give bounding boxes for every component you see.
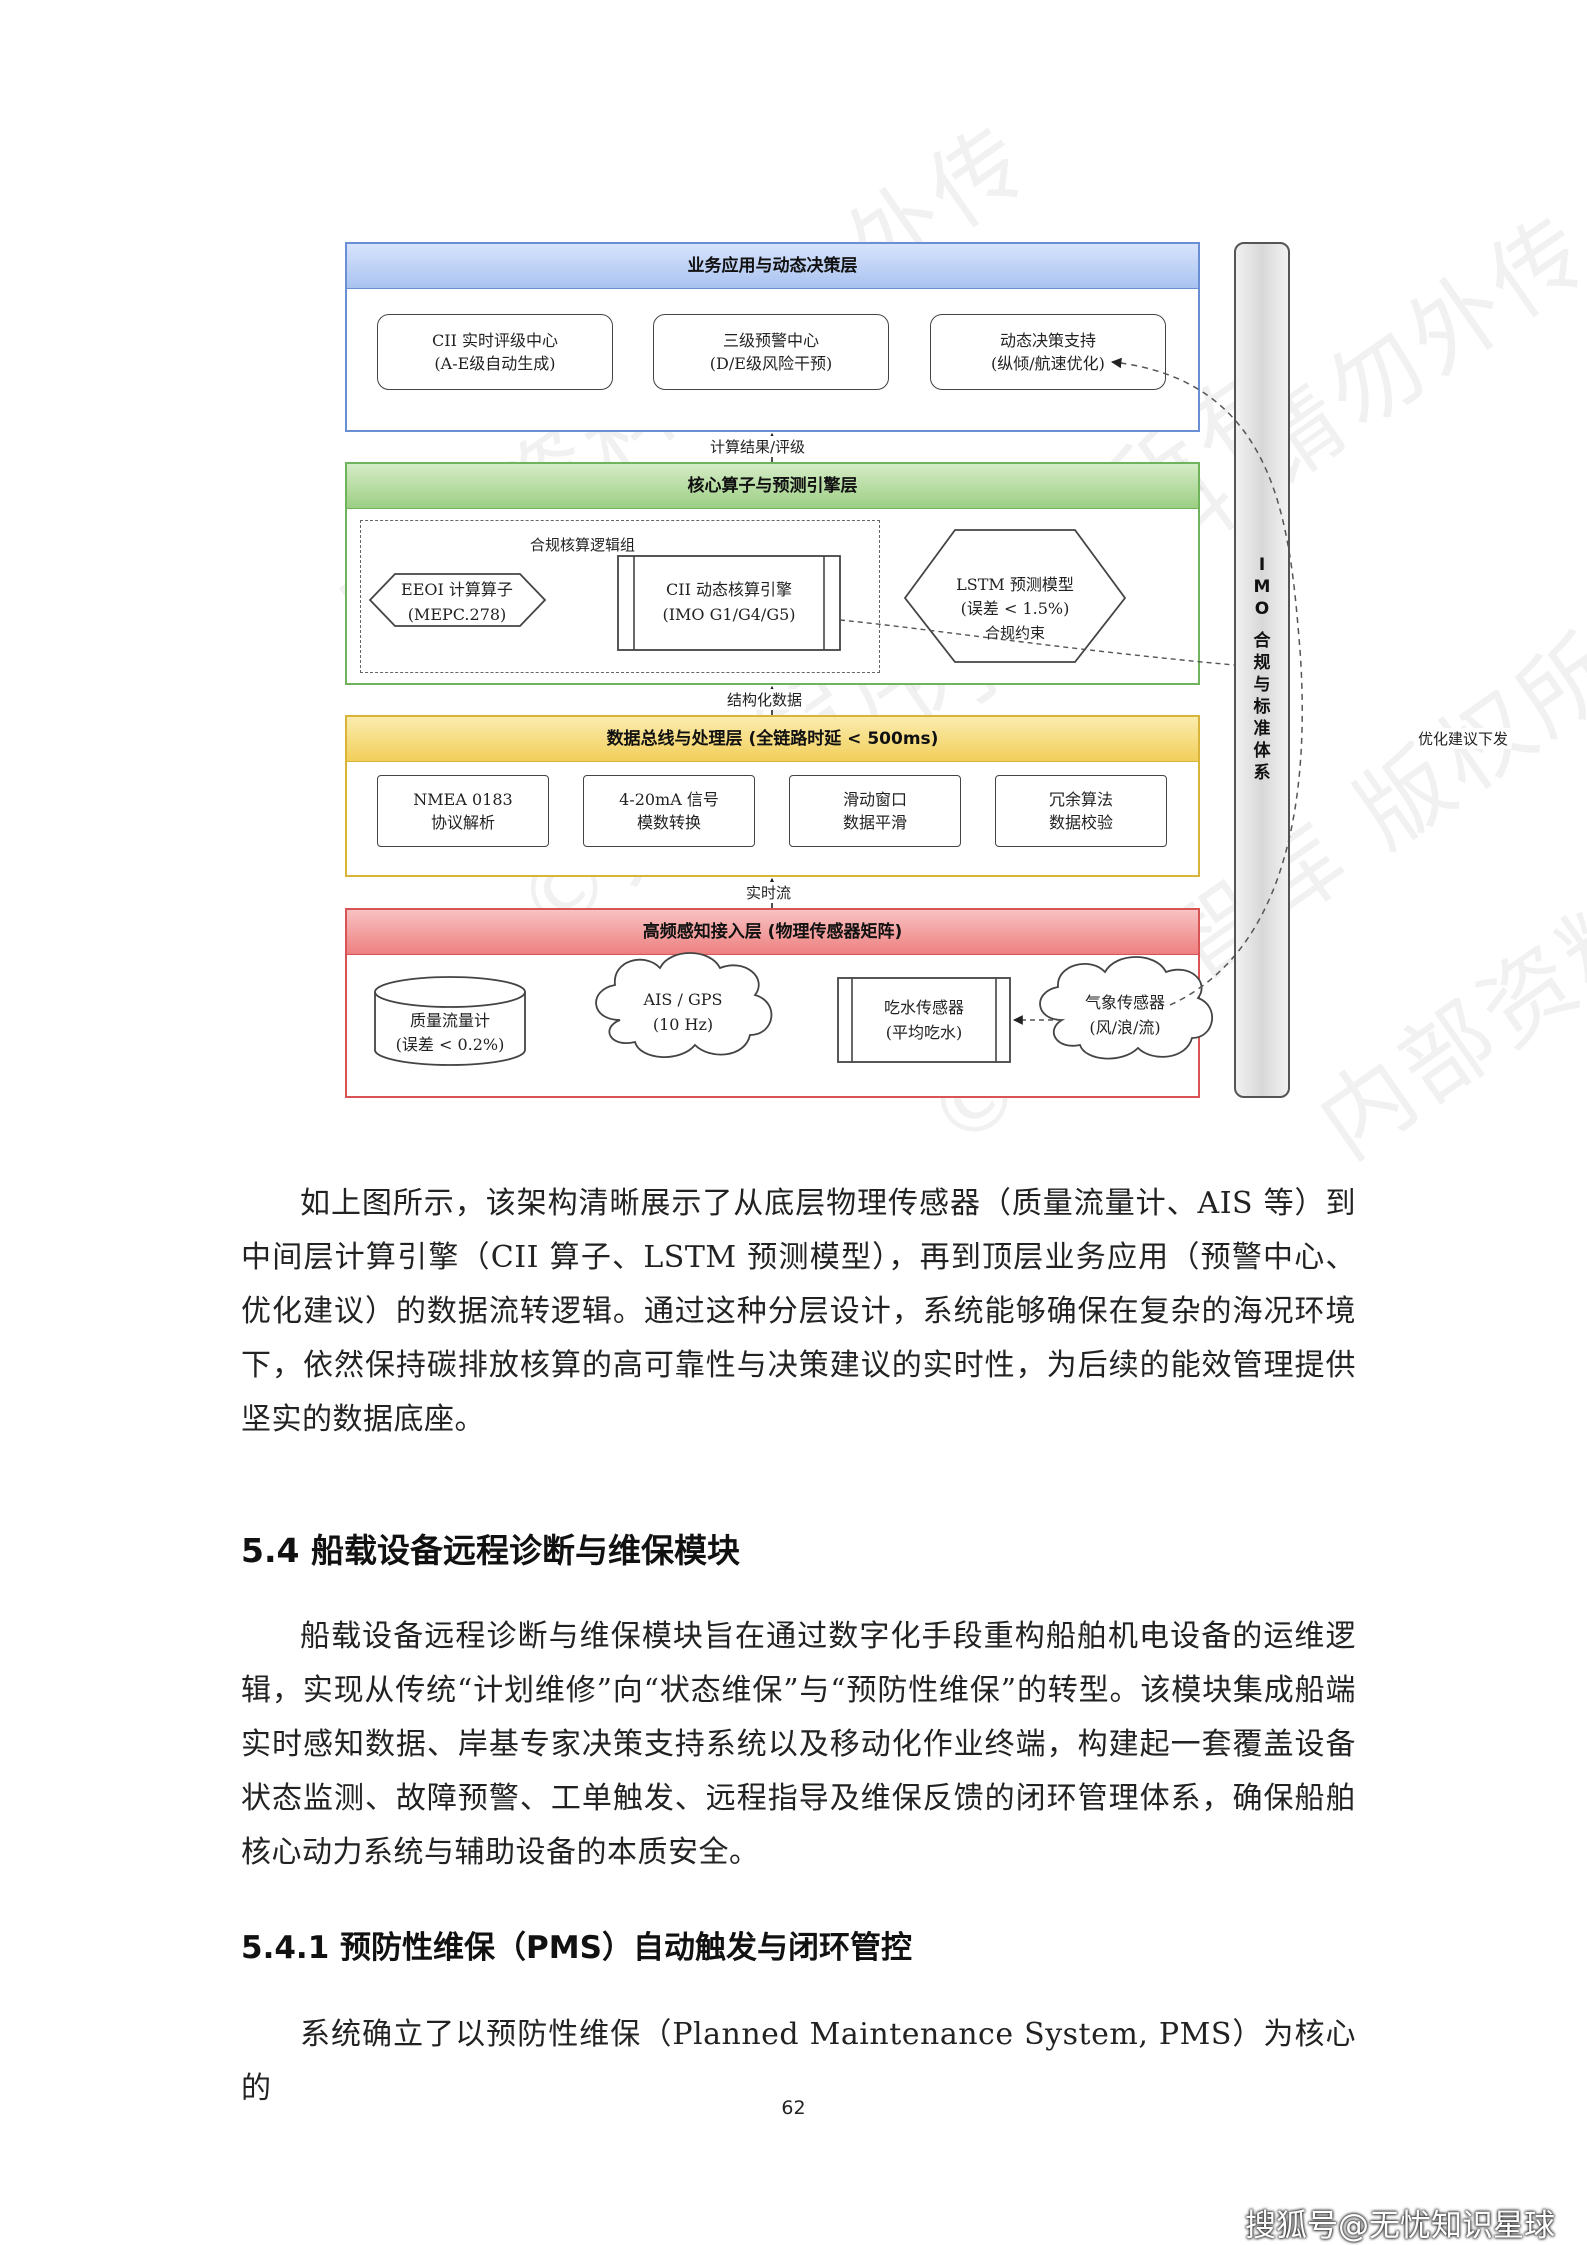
lstm-hexagon: [903, 529, 1127, 663]
imo-char: 准: [1253, 719, 1271, 739]
warning-center-box: 三级预警中心 (D/E级风险干预): [653, 314, 889, 390]
lstm-line1: LSTM 预测模型: [956, 575, 1074, 594]
compliance-logic-group: [360, 520, 880, 673]
imo-char: 合: [1253, 631, 1271, 651]
cii-engine-line1: CII 动态核算引擎: [666, 580, 792, 599]
imo-compliance-bar: I M O 合 规 与 标 准 体 系: [1234, 242, 1290, 1098]
ais-cloud: [595, 952, 773, 1058]
box-line: 三级预警中心: [722, 331, 819, 350]
box-line: 动态决策支持: [999, 331, 1096, 350]
architecture-diagram: 内部资料 请勿外传 ©无忧智库 版权所有 内部资料 请勿外传 ©无忧智库 版权所…: [290, 104, 1587, 1179]
box-line: (D/E级风险干预): [709, 354, 833, 373]
paragraph-pms-intro: 系统确立了以预防性维保（Planned Maintenance System, …: [241, 2017, 1356, 2106]
weather-cloud: [1039, 956, 1214, 1060]
diagram-shapes: EEOI 计算算子 (MEPC.278) CII 动态核算引擎 (IMO G1/…: [368, 357, 1303, 1066]
optimize-label: 优化建议下发: [1414, 728, 1513, 749]
box-line: NMEA 0183: [413, 790, 513, 809]
draft-sensor-box: [837, 977, 1011, 1063]
redundancy-check-box: 冗余算法 数据校验: [995, 775, 1167, 847]
core-layer-title: 核心算子与预测引擎层: [347, 464, 1198, 509]
box-line: 协议解析: [430, 813, 495, 832]
calc-result-label: 计算结果/评级: [706, 436, 810, 457]
eeoi-line1: EEOI 计算算子: [401, 580, 513, 599]
weather-line1: 气象传感器: [1085, 993, 1165, 1012]
realtime-stream-label: 实时流: [742, 882, 796, 903]
box-line: 数据校验: [1048, 813, 1113, 832]
box-line: (A-E级自动生成): [434, 354, 556, 373]
box-line: 数据平滑: [842, 813, 907, 832]
flow-meter-line1: 质量流量计: [410, 1011, 490, 1030]
cii-engine-line2: (IMO G1/G4/G5): [662, 605, 795, 624]
sliding-window-box: 滑动窗口 数据平滑: [789, 775, 961, 847]
signal-conversion-box: 4-20mA 信号 模数转换: [583, 775, 755, 847]
business-layer: 业务应用与动态决策层 CII 实时评级中心 (A-E级自动生成) 三级预警中心 …: [345, 242, 1200, 432]
box-line: 滑动窗口: [842, 790, 907, 809]
constraint-label: 合规约束: [985, 624, 1045, 642]
imo-char: 标: [1253, 697, 1271, 717]
bus-layer-title: 数据总线与处理层 (全链路时延 < 500ms): [347, 717, 1198, 762]
draft-line2: (平均吃水): [886, 1023, 963, 1042]
box-line: 4-20mA 信号: [619, 790, 719, 809]
structured-data-label: 结构化数据: [723, 689, 807, 710]
flow-meter-cylinder: [374, 992, 526, 1066]
box-line: 冗余算法: [1048, 790, 1113, 809]
cii-engine-box: [617, 555, 841, 651]
cii-rating-center-box: CII 实时评级中心 (A-E级自动生成): [377, 314, 613, 390]
compliance-group-label: 合规核算逻辑组: [530, 536, 636, 554]
sensor-layer-title: 高频感知接入层 (物理传感器矩阵): [347, 910, 1198, 955]
box-line: CII 实时评级中心: [432, 331, 558, 350]
imo-char: 系: [1253, 763, 1271, 783]
eeoi-hexagon: [368, 573, 547, 627]
imo-char: O: [1254, 599, 1270, 619]
weather-line2: (风/浪/流): [1089, 1018, 1160, 1037]
box-line: (纵倾/航速优化): [991, 354, 1105, 373]
eeoi-line2: (MEPC.278): [408, 605, 507, 624]
source-credit-watermark: 搜狐号@无忧知识星球: [1245, 2208, 1555, 2244]
ais-line1: AIS / GPS: [643, 990, 723, 1009]
business-layer-title: 业务应用与动态决策层: [347, 244, 1198, 289]
flow-meter-line2: (误差 < 0.2%): [396, 1035, 505, 1054]
imo-char: M: [1253, 577, 1271, 597]
constraint-dashed-line: [839, 619, 1235, 666]
section-heading-5-4: 5.4 船载设备远程诊断与维保模块: [241, 1531, 740, 1570]
sensor-layer: 高频感知接入层 (物理传感器矩阵): [345, 908, 1200, 1098]
optimize-feedback-arc: [1110, 357, 1303, 1006]
section-heading-5-4-1: 5.4.1 预防性维保（PMS）自动触发与闭环管控: [241, 1930, 912, 1966]
ais-line2: (10 Hz): [653, 1015, 713, 1034]
nmea-parse-box: NMEA 0183 协议解析: [377, 775, 549, 847]
lstm-line2: (误差 < 1.5%): [961, 599, 1070, 618]
paragraph-diagram-summary: 如上图所示，该架构清晰展示了从底层物理传感器（质量流量计、AIS 等）到中间层计…: [241, 1186, 1356, 1437]
imo-char: 规: [1253, 653, 1271, 673]
draft-line1: 吃水传感器: [884, 998, 964, 1017]
page-number: 62: [781, 2097, 806, 2119]
decision-support-box: 动态决策支持 (纵倾/航速优化): [930, 314, 1166, 390]
box-line: 模数转换: [636, 813, 701, 832]
imo-bar-label: I M O 合 规 与 标 准 体 系: [1236, 554, 1288, 784]
imo-char: 与: [1253, 675, 1271, 695]
imo-char: 体: [1253, 741, 1271, 761]
paragraph-module-overview: 船载设备远程诊断与维保模块旨在通过数字化手段重构船舶机电设备的运维逻辑，实现从传…: [241, 1619, 1356, 1870]
data-bus-layer: 数据总线与处理层 (全链路时延 < 500ms) NMEA 0183 协议解析 …: [345, 715, 1200, 877]
imo-char: I: [1258, 555, 1266, 575]
